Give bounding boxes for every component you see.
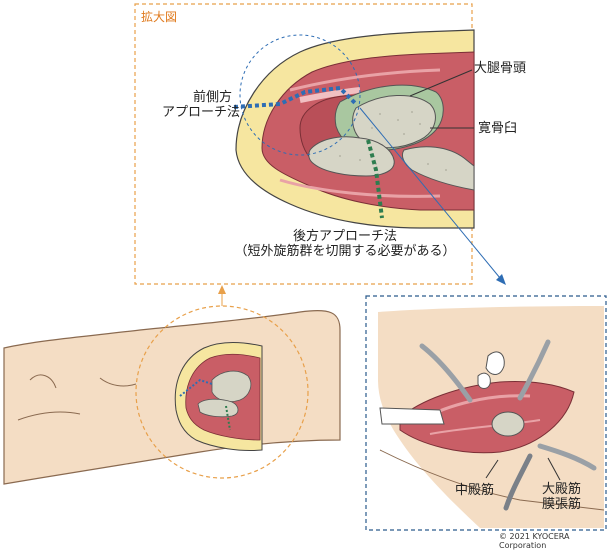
posterior-approach-label-line2: （短外旋筋群を切開する必要がある） <box>234 244 456 259</box>
tfl-label-line2: 膜張筋 <box>542 497 582 512</box>
anterior-approach-label: 前側方 アプローチ法 <box>162 90 241 120</box>
anterior-approach-line <box>233 85 358 109</box>
zoomed-cross-section <box>235 29 475 229</box>
femoral-head-label: 大腿骨頭 <box>474 61 527 76</box>
zoom-box-title: 拡大図 <box>141 10 178 24</box>
zoom-source-circle <box>135 305 309 479</box>
zoom-focus-circle <box>239 34 361 156</box>
tfl-label-line1: 大殿筋 <box>542 482 582 497</box>
detail-box-frame <box>365 295 607 531</box>
gluteus-medius-label: 中殿筋 <box>455 483 495 498</box>
anterior-approach-label-line1: 前側方 <box>192 90 232 105</box>
detail-arrow <box>359 107 501 279</box>
posterior-approach-label: 後方アプローチ法 （短外旋筋群を切開する必要がある） <box>230 229 460 259</box>
anterior-approach-label-line2: アプローチ法 <box>162 105 241 120</box>
surgical-detail <box>378 306 605 528</box>
copyright-notice: © 2021 KYOCERA Corporation <box>499 532 570 550</box>
thigh-illustration <box>3 305 341 485</box>
tfl-label: 大殿筋 膜張筋 <box>542 482 581 512</box>
acetabulum-label: 寛骨臼 <box>478 121 518 136</box>
posterior-approach-label-line1: 後方アプローチ法 <box>292 229 397 244</box>
posterior-approach-line <box>366 139 384 219</box>
